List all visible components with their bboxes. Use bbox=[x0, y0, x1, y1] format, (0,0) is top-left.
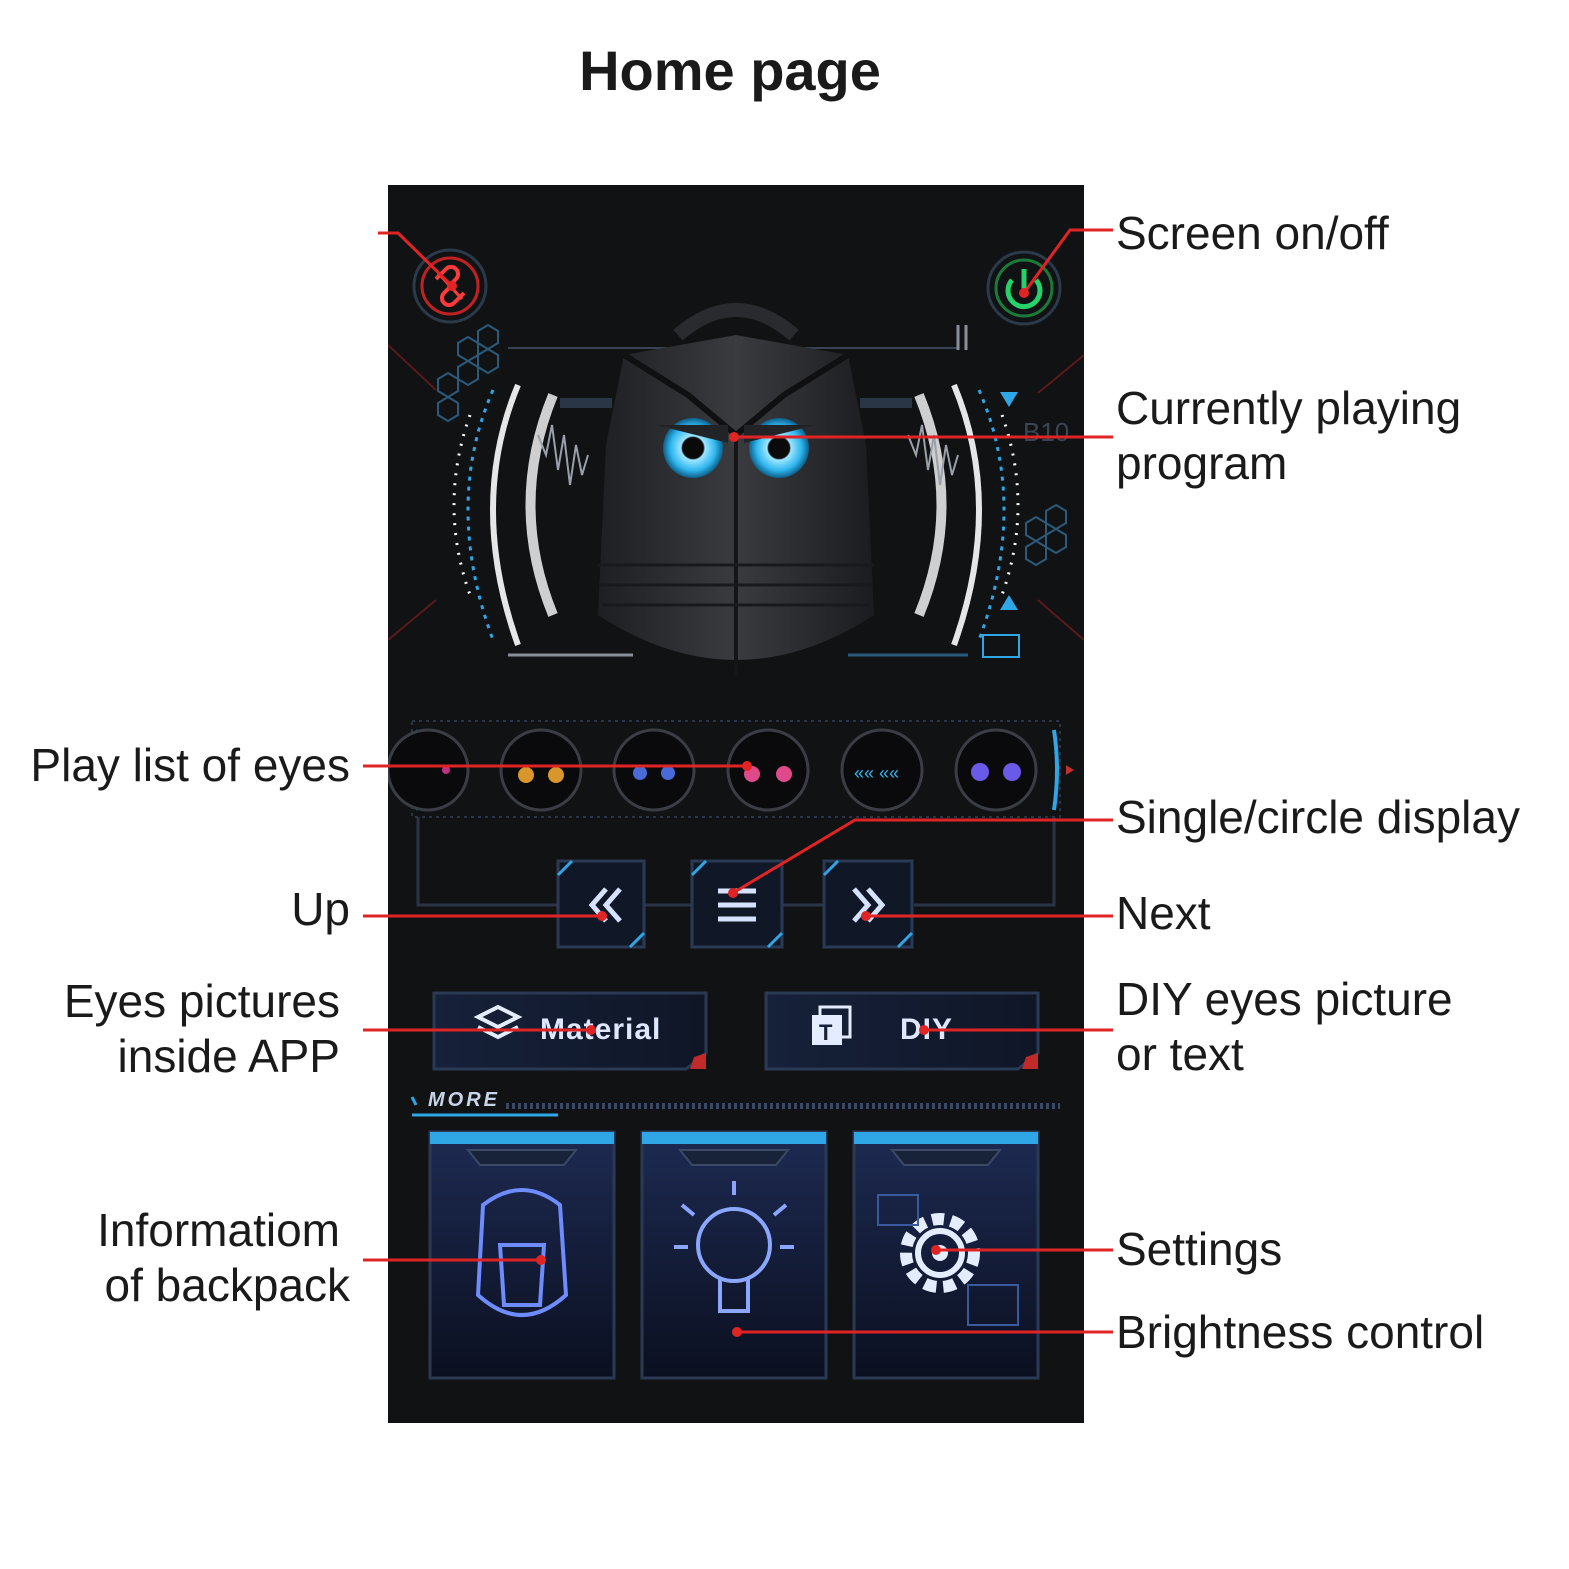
hud-decoration bbox=[388, 323, 1084, 658]
brightness-tile[interactable] bbox=[640, 1130, 828, 1380]
power-callout-line bbox=[1022, 228, 1113, 294]
diy-button[interactable]: T bbox=[764, 991, 1040, 1071]
light-bulb-icon bbox=[674, 1181, 794, 1313]
callout-up: Up bbox=[291, 883, 350, 935]
app-screen: B10 bbox=[388, 185, 1084, 1423]
eyes-thumb-4[interactable] bbox=[726, 728, 810, 812]
text-box-icon: T bbox=[812, 1005, 852, 1045]
callout-next: Next bbox=[1116, 887, 1211, 939]
eyes-thumb-3[interactable] bbox=[612, 728, 696, 812]
callout-info-2: of backpack bbox=[104, 1259, 350, 1311]
callout-play-list: Play list of eyes bbox=[30, 739, 350, 791]
callout-currently-playing: Currently playing bbox=[1116, 382, 1462, 434]
previous-button[interactable] bbox=[556, 859, 646, 949]
callout-diy-2: or text bbox=[1116, 1028, 1244, 1080]
more-section-label: MORE bbox=[428, 1089, 500, 1111]
settings-tile[interactable] bbox=[852, 1130, 1040, 1380]
next-button[interactable] bbox=[822, 859, 914, 949]
link-callout-line bbox=[378, 231, 454, 288]
svg-text:«« ««: «« «« bbox=[854, 763, 899, 783]
single-circle-callout-line bbox=[732, 818, 1113, 895]
backpack-info-tile[interactable] bbox=[428, 1130, 616, 1380]
single-circle-toggle[interactable] bbox=[690, 859, 784, 949]
backpack-icon bbox=[475, 1188, 569, 1317]
callout-settings: Settings bbox=[1116, 1223, 1283, 1275]
callout-info: Informatiom bbox=[97, 1204, 340, 1256]
eyes-thumb-2[interactable] bbox=[499, 728, 583, 812]
callout-diy: DIY eyes picture bbox=[1116, 973, 1453, 1025]
backpack-preview bbox=[598, 303, 874, 675]
eyes-thumb-1[interactable] bbox=[388, 728, 470, 812]
power-icon[interactable] bbox=[986, 250, 1062, 326]
eyes-thumb-5[interactable]: «« «« bbox=[840, 728, 924, 812]
page-title: Home page bbox=[579, 39, 881, 102]
callout-currently-playing-2: program bbox=[1116, 437, 1288, 489]
program-code: B10 bbox=[1023, 417, 1069, 447]
callout-single-circle: Single/circle display bbox=[1116, 791, 1520, 843]
callout-screen-on-off: Screen on/off bbox=[1116, 207, 1389, 259]
svg-text:T: T bbox=[819, 1020, 833, 1045]
callout-eyes-pictures: Eyes pictures bbox=[63, 975, 340, 1027]
eyes-playlist[interactable]: «« «« bbox=[388, 720, 1074, 818]
app-graphics: B10 bbox=[388, 248, 1084, 1380]
eyes-thumb-6[interactable] bbox=[954, 728, 1038, 812]
callout-eyes-pictures-2: inside APP bbox=[117, 1030, 340, 1082]
callout-brightness: Brightness control bbox=[1116, 1306, 1485, 1358]
